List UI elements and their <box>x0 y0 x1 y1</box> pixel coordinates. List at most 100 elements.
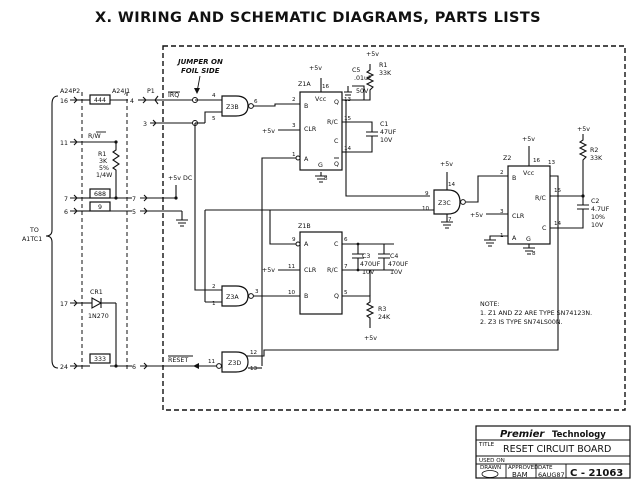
used-on-label: USED ON <box>479 458 505 464</box>
c2-tolerance: 10% <box>591 214 605 221</box>
z1a-pin-14: 14 <box>344 146 352 152</box>
gate-z3c: Z3C 9 10 14 7 +5v <box>422 161 466 229</box>
title-label: TITLE <box>478 442 495 448</box>
c1-value: 47UF <box>380 129 397 136</box>
z1a-pin-16: 16 <box>322 84 330 90</box>
c1-voltage: 10V <box>380 137 393 144</box>
z1a-b: B <box>304 103 308 110</box>
r1-left-tolerance: 5% <box>99 165 109 172</box>
pin-6-label: 6 <box>64 209 68 216</box>
z3c-supply: +5v <box>440 161 453 168</box>
z3d-pin-11: 11 <box>208 359 216 365</box>
approved-by: BAM <box>512 471 528 479</box>
gate-z3b: Z3B 4 5 6 <box>212 93 258 122</box>
pin-16-label: 16 <box>60 98 68 105</box>
reset-label: RESET <box>168 357 188 364</box>
r1-supply: +5v <box>366 51 379 58</box>
z1a-pin-15: 15 <box>344 116 352 122</box>
logo-mark <box>481 470 499 478</box>
z1a-clr: CLR <box>304 126 317 133</box>
cable-333 <box>89 353 111 364</box>
cable-688 <box>89 188 111 199</box>
rw-label: R/W <box>88 133 101 140</box>
r1-left-name: R1 <box>98 151 106 158</box>
c4-value: 470UF <box>388 261 409 268</box>
cable-9 <box>89 201 111 212</box>
c5-name: C5 <box>352 67 360 74</box>
ic-z1a: Z1A Vcc B Q CLR R/C C A G Q 2 3 1 16 13 … <box>292 81 352 182</box>
a24p2-label: A24P2 <box>60 88 80 95</box>
z2-pin-2: 2 <box>500 170 504 176</box>
c5-value: .01uF <box>354 75 372 82</box>
j1-pin-5: 5 <box>132 209 136 216</box>
date-label: DATE <box>538 465 553 471</box>
row-irq: 16 444 4 IRQ <box>60 91 195 105</box>
c5-r1-network: C5 .01uF 50V +5v R1 33K <box>342 51 392 101</box>
cable-444-label: 444 <box>94 97 106 104</box>
z1a-pin-3: 3 <box>292 123 296 129</box>
z1b-pin-10: 10 <box>288 290 296 296</box>
plus5-dc-label: +5v DC <box>168 175 193 182</box>
c4-voltage: 10V <box>390 269 403 276</box>
z1b-clr: CLR <box>304 267 317 274</box>
c1-capacitor: C1 47UF 10V <box>342 121 397 153</box>
jumper-label-1: JUMPER ON <box>176 58 223 66</box>
r2-value: 33K <box>590 155 603 162</box>
z3c-pin-9: 9 <box>425 191 429 197</box>
cr1-part: 1N270 <box>88 313 109 320</box>
z3c-pin-14: 14 <box>448 182 456 188</box>
z3b-pin-4: 4 <box>212 93 216 99</box>
drawing-title: RESET CIRCUIT BOARD <box>503 444 611 455</box>
note-title: NOTE: <box>480 301 500 308</box>
r1-name: R1 <box>379 62 387 69</box>
z1a-label: Z1A <box>298 81 311 88</box>
j1-pin-6: 6 <box>132 364 136 371</box>
r3-resistor: R3 24K +5v <box>342 270 391 342</box>
title-block: Premier Technology TITLE RESET CIRCUIT B… <box>475 425 631 479</box>
z1a-rc: R/C <box>327 119 338 126</box>
c3-c4-network: C3 470UF 10V C4 470UF 10V <box>342 242 409 276</box>
z1b-pin-11: 11 <box>288 264 296 270</box>
cr1-name: CR1 <box>90 289 103 296</box>
r2-supply: +5v <box>577 126 590 133</box>
r2-name: R2 <box>590 147 598 154</box>
z1a-vcc-supply: +5v <box>309 65 322 72</box>
gate-z3a: Z3A 2 1 3 <box>212 284 259 307</box>
z1b-pin-6: 6 <box>344 237 348 243</box>
z1b-pin-5: 5 <box>344 290 348 296</box>
z3c-label: Z3C <box>438 200 451 207</box>
j1-pin-4: 4 <box>130 98 134 105</box>
r1-left-power: 1/4W <box>96 172 113 179</box>
company-name: Premier <box>500 429 545 440</box>
cable-333-label: 333 <box>94 356 106 363</box>
z3d-label: Z3D <box>228 360 241 367</box>
cable-688-label: 688 <box>94 191 106 198</box>
c2-voltage: 10V <box>591 222 604 229</box>
z1a-g: G <box>318 162 323 169</box>
z3a-label: Z3A <box>226 294 239 301</box>
z1b-a: A <box>304 241 309 248</box>
z1b-rc: R/C <box>327 267 338 274</box>
z3b-pin-5: 5 <box>212 116 216 122</box>
z1b-clr-supply: +5v <box>262 267 275 274</box>
z2-pin-16: 16 <box>533 158 541 164</box>
z1b-q: Q <box>334 293 339 300</box>
irq-label: IRQ <box>168 92 179 99</box>
z2-pin-3: 3 <box>500 209 504 215</box>
a24j1-label: A24J1 <box>112 88 130 95</box>
row-pin7: 7 688 7 +5v DC <box>64 175 193 203</box>
approved-label: APPROVED <box>508 465 538 471</box>
z1b-b: B <box>304 293 308 300</box>
z2-a: A <box>512 235 517 242</box>
z2-vcc: Vcc <box>523 170 535 177</box>
c2-value: 4.7UF <box>591 206 610 213</box>
c3-value: 470UF <box>360 261 381 268</box>
row-pin6: 6 9 5 <box>64 201 188 227</box>
note-line-1: 1. Z1 AND Z2 ARE TYPE SN74123N. <box>480 310 592 317</box>
c5-voltage: 50V <box>356 88 369 95</box>
c1-name: C1 <box>380 121 388 128</box>
z1b-c: C <box>334 241 339 248</box>
r1-left-value: 3K <box>99 158 108 165</box>
z3a-pin-1: 1 <box>212 301 216 307</box>
